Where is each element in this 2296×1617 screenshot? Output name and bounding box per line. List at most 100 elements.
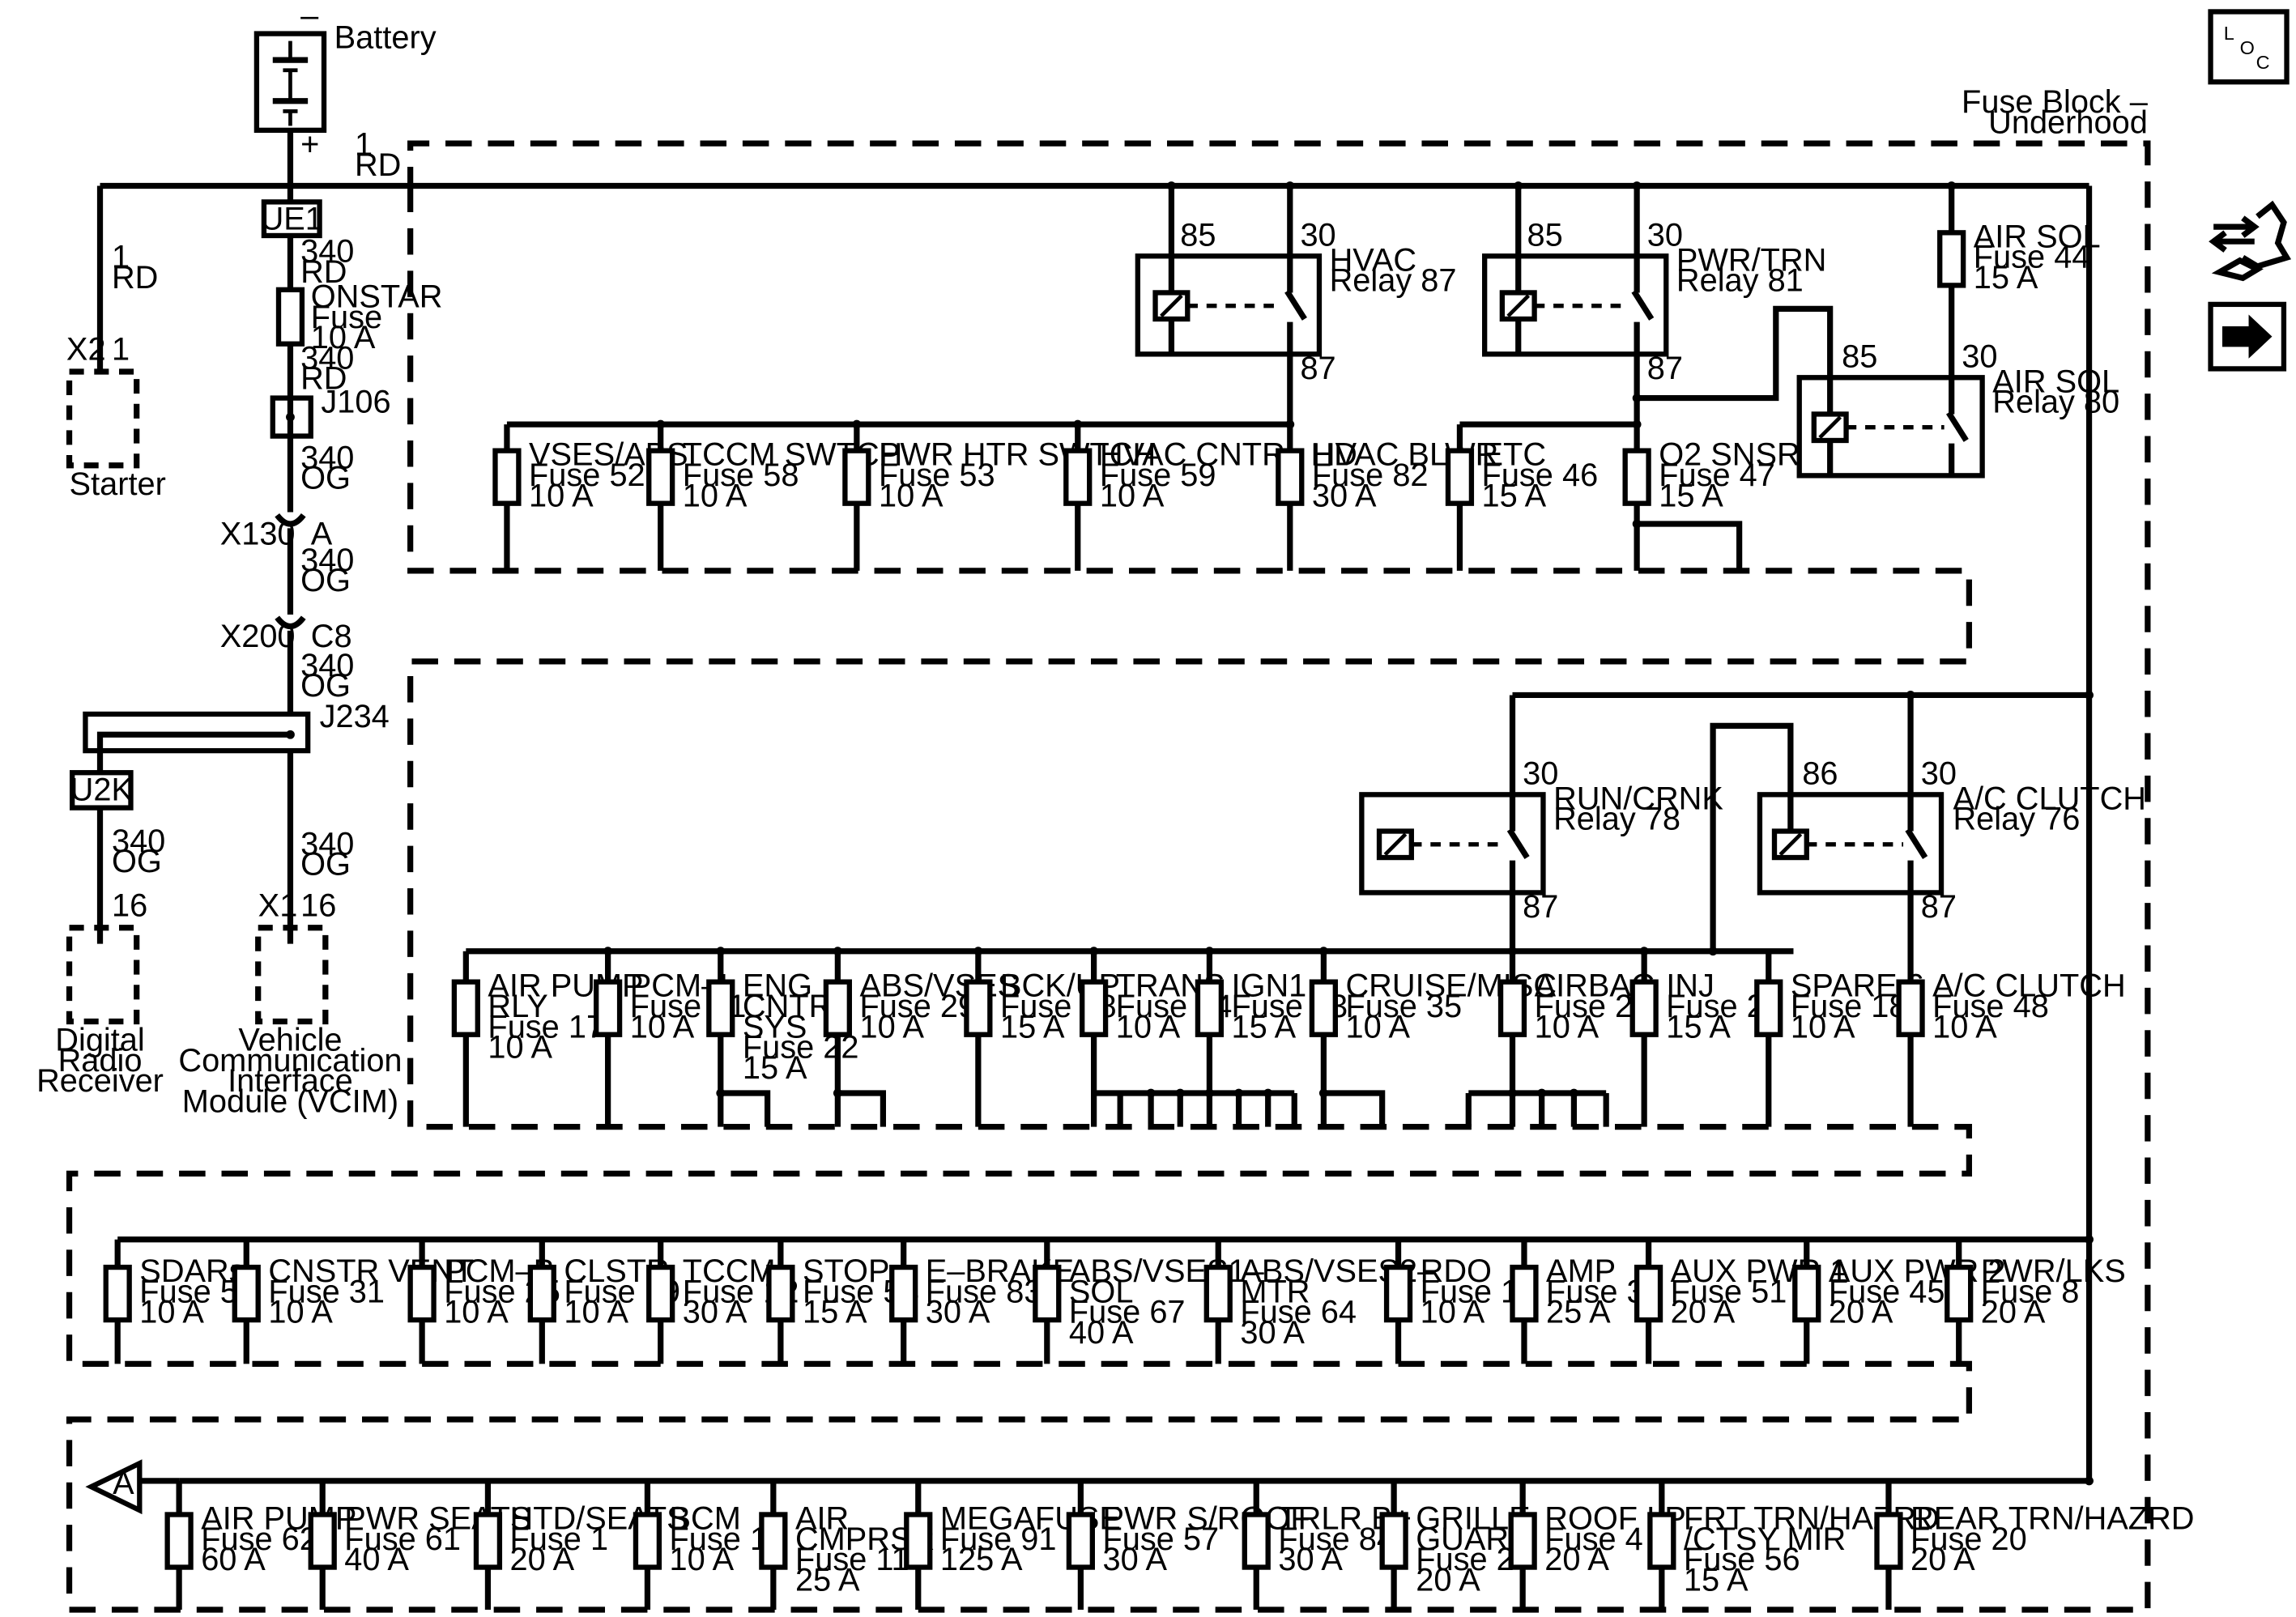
relay-hvac-num: Relay 87 <box>1330 263 1457 299</box>
fuse-name: IGN1 <box>1232 968 1307 1004</box>
fuse-rating: 15 A <box>803 1295 867 1330</box>
fuse-number: Fuse 8 <box>1981 1274 2080 1309</box>
fuse-rating: 10 A <box>1791 1009 1855 1045</box>
onstar-fuse-label: Fuse <box>311 300 382 335</box>
starter-conn: X2 <box>66 332 106 368</box>
fuse-rating: 10 A <box>1116 1009 1181 1045</box>
relay-pwrtrn: 85 30 87 PWR/TRN Relay 81 <box>1482 218 1826 386</box>
fuse-rating: 30 A <box>1312 478 1377 513</box>
fuse-name: SDARs <box>139 1253 245 1289</box>
onstar-wire-a-color: RD <box>300 254 347 290</box>
vcim: X1 16 Vehicle Communication Interface Mo… <box>178 887 402 1119</box>
relay-runcrnk-num: Relay 78 <box>1553 802 1680 837</box>
loc-icon-l: L <box>2224 23 2234 44</box>
fuse-name: RDO <box>1421 1253 1492 1289</box>
fuse-block-title: Fuse Block – Underhood <box>1962 84 2149 140</box>
fuse-number: Fuse 51 <box>1671 1274 1787 1309</box>
fuse-rating: 30 A <box>1278 1542 1343 1577</box>
relay-runcrnk-name: RUN/CRNK <box>1553 781 1723 816</box>
fuse-name: PWR S/ROOF <box>1102 1501 1310 1537</box>
vcim-conn: X1 <box>258 887 298 923</box>
fuse-name: RLY <box>488 989 547 1024</box>
relay-hvac-name: HVAC <box>1330 242 1417 278</box>
wire-og-3-color: OG <box>300 668 351 704</box>
relay-pwrtrn-num: Relay 81 <box>1676 263 1804 299</box>
fuse-rating: 10 A <box>859 1009 924 1045</box>
fuse-name: PWR HTR SWTCH <box>879 437 1156 473</box>
component-connector-icon[interactable] <box>2209 200 2292 282</box>
relay-acclutch-name: A/C CLUTCH <box>1953 781 2146 816</box>
wire-drr-circuit: 340 <box>112 823 165 859</box>
vcim-label-4: Module (VCIM) <box>182 1084 398 1120</box>
fuse-block-outline <box>66 140 2151 1613</box>
wire-og-1-color: OG <box>300 461 351 496</box>
x200-connector: X200 C8 <box>220 615 352 714</box>
fuse-rating: 60 A <box>201 1542 266 1577</box>
loc-icon[interactable]: L O C <box>2208 9 2290 85</box>
relay-pwrtrn-pin3: 87 <box>1647 351 1683 386</box>
relay-acclutch-pin1: 86 <box>1802 756 1838 792</box>
main-feed-color: RD <box>355 147 401 183</box>
fuse-rating: 40 A <box>344 1542 409 1577</box>
starter-feed-color: RD <box>112 260 158 296</box>
fuse-number: Fuse 18 <box>1791 989 1907 1024</box>
j234-label: J234 <box>320 699 390 734</box>
j234-splice: J234 <box>83 699 390 773</box>
arrow-right-icon[interactable] <box>2208 301 2287 372</box>
battery-plus-label: + <box>300 127 319 163</box>
onstar-fuse-name: ONSTAR <box>311 279 443 315</box>
vcim-label-3: Interface <box>228 1063 353 1099</box>
fuse-number: Fuse 47 <box>1659 457 1775 493</box>
fuse-name: A/C CLUTCH <box>1932 968 2126 1004</box>
fuse-rating: 10 A <box>444 1295 509 1330</box>
fuse-rating: 20 A <box>1544 1542 1609 1577</box>
fuse-rating: 10 A <box>529 478 594 513</box>
relay-airsol: 85 30 AIR SOL Relay 80 <box>1796 339 2119 479</box>
fuse-number: Fuse 83 <box>926 1274 1042 1309</box>
fuse-number: Fuse 91 <box>940 1521 1057 1557</box>
fuse-rating: 10 A <box>1100 478 1165 513</box>
loc-icon-c: C <box>2256 52 2270 73</box>
fuse-name: ENG <box>743 968 812 1004</box>
fuse-name: AUX PWR 2 <box>1829 1253 2006 1289</box>
fuse-rating: 10 A <box>1421 1295 1485 1330</box>
relay-pwrtrn-name: PWR/TRN <box>1676 242 1826 278</box>
relay-runcrnk: 30 87 RUN/CRNK Relay 78 <box>1359 756 1723 925</box>
vcim-label-1: Vehicle <box>238 1023 342 1058</box>
fuse-name: PWR/LKS <box>1981 1253 2126 1289</box>
j106-label: J106 <box>321 385 390 420</box>
fuse-number: Fuse 35 <box>1345 989 1462 1024</box>
fuse-number: Fuse 17 <box>488 1009 604 1045</box>
fuse-rating: 30 A <box>683 1295 748 1330</box>
battery: – Battery + <box>253 0 437 163</box>
fuse-rating: 25 A <box>1546 1295 1611 1330</box>
relay-acclutch-pin2: 30 <box>1921 756 1957 792</box>
fuse-rating: 20 A <box>1671 1295 1736 1330</box>
fuse-rating: 15 A <box>743 1050 807 1086</box>
drr-label-1: Digital <box>55 1023 144 1058</box>
x200-pin: C8 <box>311 619 352 654</box>
fuse-name: HVAC CNTRL HD <box>1100 437 1357 473</box>
fuse-rating: 10 A <box>683 478 748 513</box>
fuse-name: INJ <box>1666 968 1715 1004</box>
fuse-number: Fuse 2 <box>1416 1542 1514 1577</box>
relay-hvac-pin3: 87 <box>1300 351 1335 386</box>
fuse-number: Fuse 52 <box>529 457 645 493</box>
fuse-rating: 15 A <box>1659 478 1723 513</box>
starter-pin: 1 <box>112 332 130 368</box>
